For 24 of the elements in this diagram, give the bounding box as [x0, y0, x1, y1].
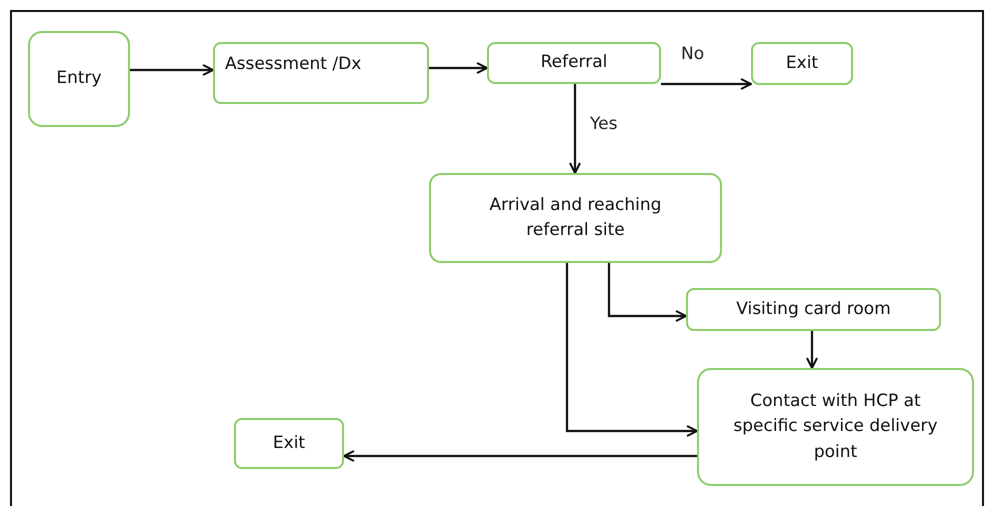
- process-box: [28, 31, 130, 127]
- box-label: Visiting card room: [736, 298, 891, 321]
- arrow: [661, 78, 752, 90]
- box-label: Exit: [786, 52, 818, 75]
- process-box: [487, 42, 661, 84]
- box-label: Arrival and reaching referral site: [488, 194, 662, 242]
- box-label: Contact with HCP at specific service delivery point: [732, 390, 939, 464]
- process-box: [751, 42, 853, 85]
- box-label: Exit: [272, 432, 306, 455]
- box-label: Entry: [56, 67, 102, 90]
- process-box: [213, 42, 429, 104]
- arrow: [569, 84, 581, 174]
- arrow: [566, 263, 698, 437]
- process-box: [697, 368, 974, 486]
- box-label: Assessment /Dx: [225, 53, 362, 76]
- box-label: Referral: [540, 51, 608, 74]
- arrow: [130, 64, 214, 76]
- process-box: [234, 418, 344, 469]
- process-box: [686, 288, 941, 331]
- arrow: [429, 62, 488, 74]
- arrow: [343, 450, 697, 462]
- arrow: [608, 263, 687, 322]
- process-box: [429, 173, 722, 263]
- arrow: [806, 331, 818, 369]
